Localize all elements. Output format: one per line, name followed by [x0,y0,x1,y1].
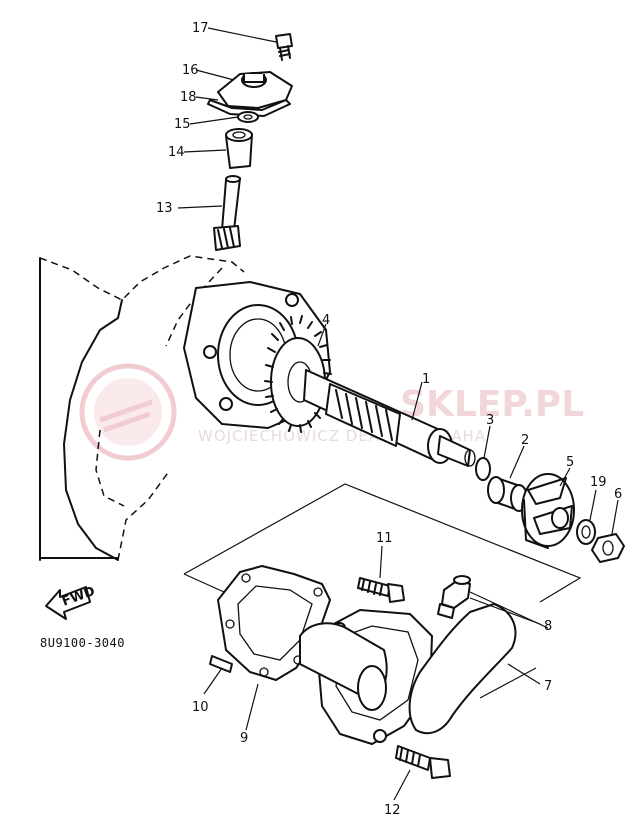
part-2-collar [487,476,528,512]
part-10-dowel [209,655,233,673]
watermark-logo [79,363,177,461]
callout-4: 4 [322,313,330,328]
callout-2: 2 [521,433,529,448]
callout-16: 16 [182,63,199,78]
callout-15: 15 [174,117,191,132]
callout-12: 12 [384,803,401,818]
part-18-gasket [207,99,291,117]
callout-5: 5 [566,455,574,470]
callout-7: 7 [544,679,552,694]
part-13-drive-gear-shaft [213,175,241,251]
callout-6: 6 [614,487,622,502]
part-16-cover [217,71,293,109]
part-8-fitting [437,575,471,619]
callout-1: 1 [422,372,430,387]
part-code: 8U9100-3040 [40,636,125,650]
part-17-screw [275,33,293,61]
part-11-bolt [357,577,405,603]
part-6-nut [591,533,625,563]
callout-11: 11 [376,531,393,546]
callout-9: 9 [240,731,248,746]
callout-8: 8 [544,619,552,634]
callout-10: 10 [192,700,209,715]
callout-14: 14 [168,145,185,160]
part-3-o-ring [475,457,491,481]
callout-17: 17 [192,21,209,36]
leader-lines [177,27,619,801]
watermark-title: SKLEP.PL [400,384,584,425]
callout-numbers: 1 2 3 4 5 6 7 8 9 10 11 12 13 14 15 16 1… [156,21,622,818]
part-19-washer [576,519,596,545]
fwd-direction-arrow: FWD [45,584,97,620]
part-12-bolt [395,745,451,779]
callout-13: 13 [156,201,173,216]
callout-3: 3 [486,413,494,428]
callout-19: 19 [590,475,607,490]
part-15-washer [237,111,259,123]
engine-case-outline [39,255,245,561]
part-5-impeller [521,473,575,549]
part-1-shaft [303,369,476,467]
callout-18: 18 [180,90,197,105]
part-7-hose [299,603,517,735]
part-14-bushing [225,128,253,169]
